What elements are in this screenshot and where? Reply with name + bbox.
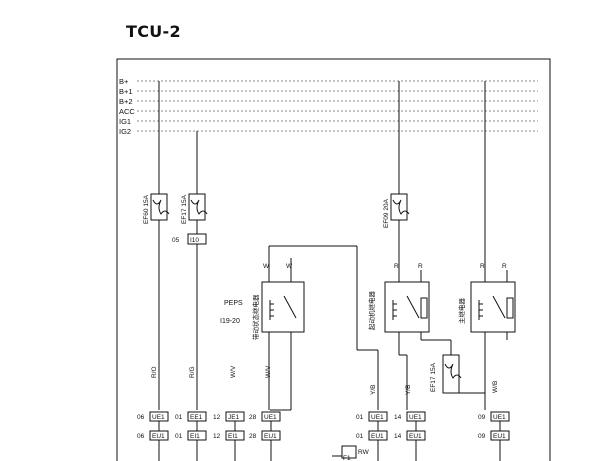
connector: 12 JE1 12 EI1 — [213, 411, 245, 441]
connector-pin: 01 — [356, 414, 364, 421]
connector-lower: EI1 — [190, 433, 200, 440]
connector-pin: 06 — [137, 433, 145, 440]
connector-pin: 12 — [213, 414, 221, 421]
relay-pin: R — [480, 263, 485, 270]
wire-label: W/V — [265, 365, 272, 378]
connector-pin: 06 — [137, 414, 145, 421]
connector-upper: UE1 — [152, 414, 165, 421]
wire-label: Y/B — [405, 385, 412, 395]
connector: 06 UE1 06 EU1 — [137, 411, 169, 441]
relay-name: 起动机继电器 — [367, 291, 376, 331]
connector: 14 UE1 14 EU1 — [394, 411, 426, 441]
relay-pin: R — [394, 263, 399, 270]
relay-box — [261, 281, 305, 333]
wire-label: R/O — [151, 366, 158, 378]
connector: 01 UE1 01 EU1 — [356, 411, 388, 441]
relay-starter: 起动机继电器 R R — [367, 263, 452, 410]
relay-pin: W — [263, 263, 270, 270]
connector-pin: 01 — [175, 414, 183, 421]
connector-lower: EU1 — [152, 433, 165, 440]
connector-upper: UE1 — [493, 414, 506, 421]
connector-pin: 01 — [356, 433, 364, 440]
wire-label: R/G — [189, 366, 196, 378]
rail-label: IG2 — [119, 127, 131, 136]
connectors: 06 UE1 06 EU1 01 EE1 01 EI1 12 JE1 12 EI… — [137, 411, 510, 441]
connector: 01 EE1 01 EI1 — [175, 411, 207, 441]
relay-main: 主继电器 R R — [457, 263, 516, 410]
bottom-label: RW — [358, 449, 370, 456]
connector-pin: 28 — [249, 414, 257, 421]
fuse-label: EF09 20A — [383, 198, 390, 228]
wire-label: Y/B — [370, 385, 377, 395]
fuse-label: EF60 15A — [143, 194, 150, 224]
rail-label: B+ — [119, 77, 129, 86]
connector-pin: 09 — [478, 414, 486, 421]
rail-label: B+1 — [119, 87, 133, 96]
connector-upper: JE1 — [228, 414, 240, 421]
connector-lower: EI1 — [228, 433, 238, 440]
connector-lower: EU1 — [409, 433, 422, 440]
connector: 28 UE1 28 EU1 — [249, 411, 281, 441]
fuse-ef09: EF09 20A — [383, 81, 410, 270]
rail-label: IG1 — [119, 117, 131, 126]
connector-lower: EU1 — [493, 433, 506, 440]
connector-pin: 14 — [394, 414, 402, 421]
relay-name: 带动状态继电器 — [251, 294, 260, 340]
relay-pin: W — [286, 263, 293, 270]
peps-name: PEPS — [224, 300, 243, 307]
rail-label: B+2 — [119, 97, 133, 106]
relay-peps: PEPS I19-20 带动状态继电器 W W — [220, 245, 378, 411]
peps-code: I19-20 — [220, 318, 240, 325]
connector-lower: EU1 — [371, 433, 384, 440]
connector-pin: 14 — [394, 433, 402, 440]
connector: 09 UE1 09 EU1 — [478, 411, 510, 441]
fuse-connector-name: I10 — [190, 237, 199, 244]
connector-upper: EE1 — [190, 414, 203, 421]
power-rails: B+ B+1 B+2 ACC IG1 IG2 — [119, 77, 538, 136]
diagram-frame — [116, 58, 551, 461]
connector-upper: UE1 — [371, 414, 384, 421]
connector-pin: 28 — [249, 433, 257, 440]
connector-pin: 09 — [478, 433, 486, 440]
relay-name: 主继电器 — [457, 298, 466, 325]
connector-lower: EU1 — [264, 433, 277, 440]
connector-upper: UE1 — [409, 414, 422, 421]
fuse-ef17: I10 05 EF17 15A — [172, 131, 208, 410]
fuse-label: EF17 15A — [181, 194, 188, 224]
fuse-ef17-b: EF17 15A — [430, 354, 485, 394]
connector-pin: 01 — [175, 433, 183, 440]
fuse-ef60: EF60 15A — [143, 81, 170, 410]
relay-pin: R — [502, 263, 507, 270]
rail-label: ACC — [119, 107, 135, 116]
lower-wires — [158, 421, 501, 461]
wire-label: W/V — [230, 365, 237, 378]
fuse-connector-pin: 05 — [172, 237, 180, 244]
relay-pin: R — [418, 263, 423, 270]
fuse-label: EF17 15A — [430, 362, 437, 392]
wire-labels: R/O R/G W/V W/V Y/B Y/B W/B — [151, 365, 499, 395]
relay-box — [470, 281, 516, 333]
wire-label: W/B — [492, 381, 499, 393]
connector-upper: UE1 — [264, 414, 277, 421]
bottom-component: RW F1 — [332, 445, 370, 461]
page-title: TCU-2 — [126, 22, 181, 41]
connector-pin: 12 — [213, 433, 221, 440]
bottom-small: F1 — [343, 455, 351, 461]
